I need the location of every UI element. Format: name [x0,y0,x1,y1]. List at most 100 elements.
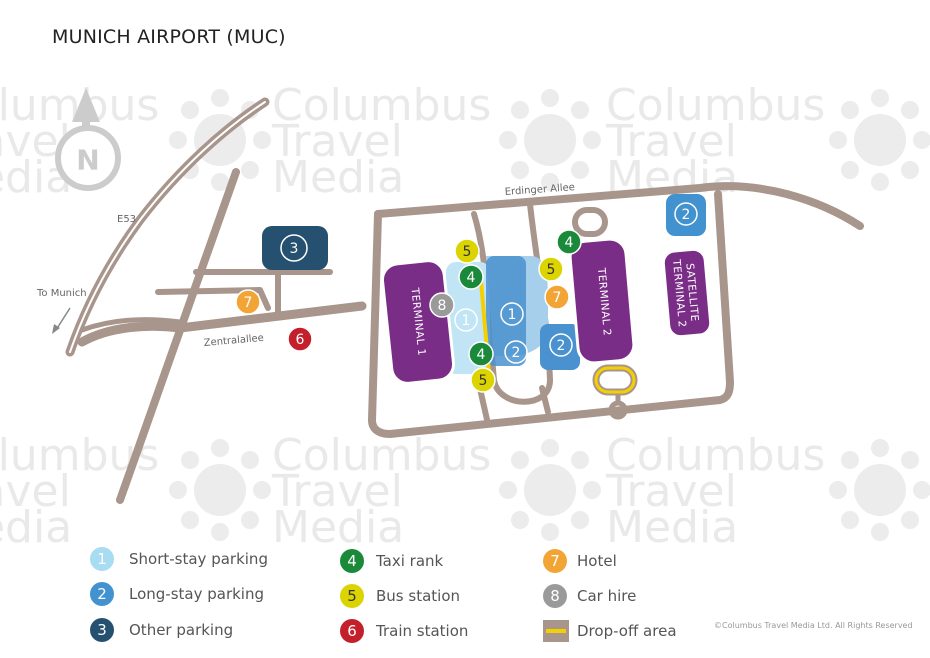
legend-label: Car hire [577,587,637,605]
marker-number: 7 [244,295,253,311]
satellite-terminal-building[interactable] [661,247,713,339]
terminal-2-building[interactable] [568,237,636,365]
e53-label: E53 [117,214,136,225]
watermark-word-1: Columbus [606,80,825,131]
watermark-logo-6 [829,439,930,541]
watermark-text-4: Columbus Travel Media [605,430,825,553]
other-parking-lot[interactable]: 3 [262,226,328,270]
satellite-label-line-1: SATELLITE [683,263,700,322]
legend-marker-7: 7 [543,549,567,573]
map-marker-short-stay-2[interactable]: 1 [500,302,524,326]
marker-number: 4 [467,270,476,286]
legend-item-other-parking: 3 Other parking [90,616,233,644]
map-marker-bus-2[interactable]: 5 [470,367,496,393]
map-marker-long-stay-1[interactable]: 2 [504,340,528,364]
legend-marker-1: 1 [90,547,114,571]
drop-off-line-terminal-1 [478,269,492,385]
map-marker-hotel-2[interactable]: 7 [235,289,261,315]
legend-item-long-stay-parking: 2 Long-stay parking [90,580,264,608]
legend-label: Drop-off area [577,622,677,640]
terminal-perimeter-road [368,190,734,438]
legend-item-taxi-rank: 4 Taxi rank [340,547,443,575]
watermark-word-3: Media [272,152,404,203]
legend-item-drop-off-area: Drop-off area [543,617,677,645]
long-stay-parking-lot-east[interactable]: 2 [666,194,706,236]
watermark-logo-4 [169,439,271,541]
marker-number: 5 [463,244,472,260]
drop-off-areas [478,269,638,396]
copyright-notice: ©Columbus Travel Media Ltd. All Rights R… [714,621,913,630]
erdinger-allee-label: Erdinger Allee [504,182,575,198]
secondary-road [116,168,240,504]
map-marker-taxi-3[interactable]: 4 [556,229,582,255]
watermark-word-3: Media [272,502,404,553]
watermark-logo-5 [499,439,601,541]
other-parking-number: 3 [290,241,299,257]
map-marker-bus-3[interactable]: 5 [538,256,564,282]
drop-off-area-icon [543,620,569,642]
page-title: MUNICH AIRPORT (MUC) [52,26,286,48]
map-marker-train[interactable]: 6 [287,326,313,352]
watermark-word-2: Travel [605,466,737,517]
map-marker-taxi-1[interactable]: 4 [458,264,484,290]
to-munich-label: To Munich [36,288,87,299]
long-stay-parking-area [540,324,580,370]
legend-item-car-hire: 8 Car hire [543,582,636,610]
watermark-word-1: Columbus [272,80,491,131]
legend-label: Long-stay parking [129,585,265,603]
marker-number: 1 [462,313,471,329]
map-marker-hotel-1[interactable]: 7 [544,284,570,310]
marker-number: 5 [479,373,488,389]
watermark-word-1: Columbus [606,430,825,481]
legend-label: Hotel [577,552,617,570]
marker-number: 2 [557,338,566,354]
terminal-1[interactable]: TERMINAL 1 [380,259,456,385]
map-marker-long-stay-2[interactable]: 2 [549,333,573,357]
compass-letter: N [76,144,99,177]
legend-marker-6: 6 [340,619,364,643]
watermark-word-3: Media [606,502,738,553]
marker-number: 8 [438,298,447,314]
legend-marker-3: 3 [90,618,114,642]
legend-item-train-station: 6 Train station [340,617,468,645]
watermark-text-5: Columbus Travel Media [0,80,159,203]
marker-number: 4 [477,347,486,363]
map-marker-taxi-2[interactable]: 4 [468,341,494,367]
legend-label: Bus station [376,587,461,605]
map-marker-car-hire[interactable]: 8 [429,292,455,318]
map-marker-short-stay[interactable]: 1 [454,308,478,332]
marker-number: 6 [296,332,305,348]
watermark-logo-2 [499,89,601,191]
map-marker-bus-1[interactable]: 5 [454,238,480,264]
terminal-1-building[interactable] [380,259,456,385]
watermark-word-1: Columbus [272,430,491,481]
to-munich-arrow-icon [55,307,71,331]
legend-marker-2: 2 [90,582,114,606]
legend-marker-8: 8 [543,584,567,608]
legend-item-bus-station: 5 Bus station [340,582,460,610]
zentralallee-road [77,301,367,347]
legend-item-short-stay-parking: 1 Short-stay parking [90,545,268,573]
watermark-word-2: Travel [605,116,737,167]
north-arrow-icon: N [55,88,121,191]
watermark-word-2: Travel [0,466,71,517]
legend-label: Short-stay parking [129,550,268,568]
terminal-2[interactable]: TERMINAL 2 [568,237,636,365]
watermark-text-3: Columbus Travel Media [271,430,491,553]
marker-number: 4 [565,235,574,251]
watermark-text-2: Columbus Travel Media [605,80,825,203]
watermark-logo-3 [829,89,930,191]
legend-label: Other parking [129,621,234,639]
marker-number: 1 [508,307,517,323]
marker-number: 7 [553,290,562,306]
zentralallee-label: Zentralallee [203,333,264,349]
watermark-word-3: Media [0,502,72,553]
legend-marker-5: 5 [340,584,364,608]
watermark-word-2: Travel [271,116,403,167]
legend-label: Taxi rank [376,552,444,570]
watermark-word-2: Travel [271,466,403,517]
watermark-text-1: Columbus Travel Media [271,80,491,203]
satellite-terminal-2[interactable]: SATELLITE TERMINAL 2 [661,247,713,339]
